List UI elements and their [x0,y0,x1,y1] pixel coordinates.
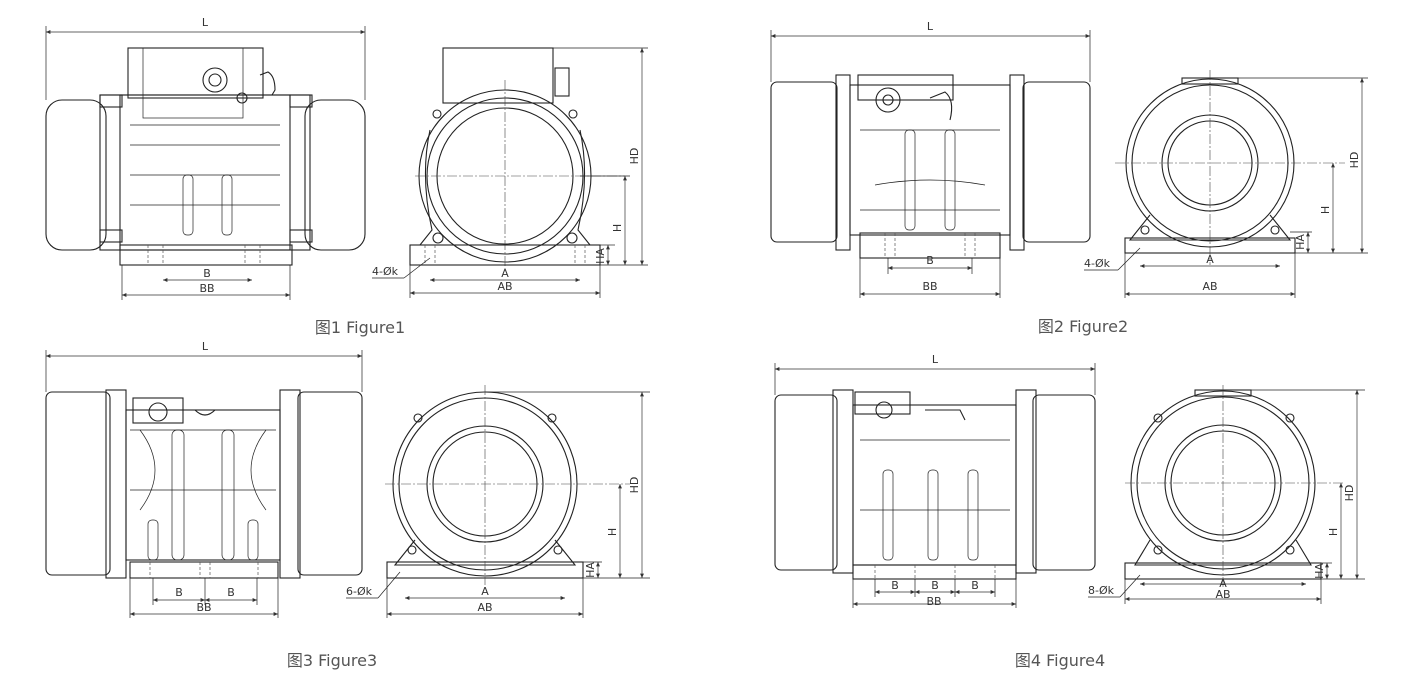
dimension-a-label: A [481,585,489,598]
figure-1-caption: 图1 Figure1 [315,318,405,337]
dimension-ab-label: AB [477,601,492,614]
holes-label: 6-Øk [346,585,373,598]
dimension-l-label: L [927,20,934,33]
dimension-hd-label: HD [1348,152,1361,169]
figure-3-side-view: L B B BB [45,340,363,618]
figure-2: L B BB [770,20,1368,336]
dimension-l-label: L [202,340,209,353]
dimension-l-label: L [202,16,209,29]
dimension-a-label: A [1206,253,1214,266]
dimension-bb-label: BB [199,282,214,295]
dimension-b-label: B [175,586,183,599]
figure-4-caption: 图4 Figure4 [1015,651,1105,670]
dimension-ha-label: HA [1313,563,1326,579]
figure-2-side-view: L B BB [770,20,1091,298]
dimension-ab-label: AB [1202,280,1217,293]
dimension-bb-label: BB [926,595,941,608]
dimension-hd-label: HD [1343,485,1356,502]
dimension-b-label: B [971,579,979,592]
figure-1: L B BB [45,16,648,337]
figure-4-front-view: A AB 8-Øk HD H HA [1088,385,1365,604]
dimension-l-label: L [932,353,939,366]
dimension-h-label: H [1327,528,1340,536]
holes-label: 4-Øk [372,265,399,278]
dimension-b-label: B [931,579,939,592]
holes-label: 4-Øk [1084,257,1111,270]
dimension-b-label: B [926,254,934,267]
dimension-b-label: B [203,267,211,280]
figure-1-front-view: A AB 4-Øk HD H HA [372,47,648,298]
dimension-ha-label: HA [584,562,597,578]
figure-2-caption: 图2 Figure2 [1038,317,1128,336]
figure-3-front-view: A AB 6-Øk HD H HA [346,385,650,618]
dimension-bb-label: BB [196,601,211,614]
figure-4: L B B B BB [774,353,1365,670]
dimension-ab-label: AB [497,280,512,293]
dimension-ha-label: HA [1294,234,1307,250]
dimension-h-label: H [1319,206,1332,214]
dimension-a-label: A [1219,577,1227,590]
dimension-ha-label: HA [594,248,607,264]
figure-2-front-view: A AB 4-Øk HD H HA [1084,70,1368,298]
holes-label: 8-Øk [1088,584,1115,597]
dimension-hd-label: HD [628,477,641,494]
figure-3: L B B BB [45,340,650,670]
dimension-h-label: H [611,224,624,232]
dimension-bb-label: BB [922,280,937,293]
dimension-ab-label: AB [1215,588,1230,601]
dimension-a-label: A [501,267,509,280]
figure-3-caption: 图3 Figure3 [287,651,377,670]
figure-1-side-view: L B BB [45,16,366,300]
dimension-hd-label: HD [628,148,641,165]
dimension-h-label: H [606,528,619,536]
dimension-b-label: B [891,579,899,592]
dimension-b-label: B [227,586,235,599]
figure-4-side-view: L B B B BB [774,353,1096,608]
